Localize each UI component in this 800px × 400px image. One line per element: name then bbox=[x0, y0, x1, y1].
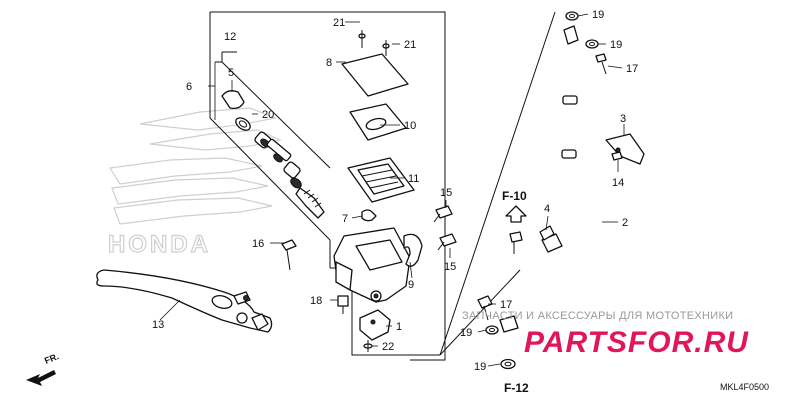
pivot-bolt-16 bbox=[281, 239, 297, 251]
callout-12: 12 bbox=[224, 31, 236, 43]
clip-part-20 bbox=[235, 117, 251, 131]
callout-13: 13 bbox=[152, 319, 164, 331]
callout-5: 5 bbox=[228, 67, 234, 79]
callout-17-a: 17 bbox=[626, 63, 638, 75]
assembly-frames bbox=[208, 11, 556, 361]
washer-19-b bbox=[585, 39, 599, 49]
brake-hose-2 bbox=[499, 21, 605, 363]
callout-labels: 21 21 8 10 11 7 12 5 6 20 16 18 1 22 9 1… bbox=[152, 9, 638, 373]
bolt-17-a bbox=[595, 53, 607, 63]
watermark-caption: ЗАПЧАСТИ И АКСЕССУАРЫ ДЛЯ МОТОТЕХНИКИ bbox=[462, 310, 733, 322]
callout-6: 6 bbox=[186, 81, 192, 93]
ref-f12-label: F-12 bbox=[504, 381, 529, 395]
watermark: ЗАПЧАСТИ И АКСЕССУАРЫ ДЛЯ МОТОТЕХНИКИ PA… bbox=[462, 310, 749, 359]
switch-and-fasteners bbox=[281, 239, 391, 352]
callout-1: 1 bbox=[396, 321, 402, 333]
piston-kit bbox=[221, 90, 325, 219]
piston-rod bbox=[266, 138, 292, 162]
callout-19-b: 19 bbox=[610, 39, 622, 51]
callout-2: 2 bbox=[622, 217, 628, 229]
boot-part-5 bbox=[221, 90, 245, 110]
callout-17-b: 17 bbox=[500, 299, 512, 311]
callout-7: 7 bbox=[342, 213, 348, 225]
callout-9: 9 bbox=[408, 279, 414, 291]
callout-21-b: 21 bbox=[404, 39, 416, 51]
switch-part-1 bbox=[359, 309, 391, 341]
callout-19-c: 19 bbox=[460, 327, 472, 339]
callout-19-a: 19 bbox=[592, 9, 604, 21]
washer-19-a bbox=[565, 11, 579, 21]
callout-19-d: 19 bbox=[474, 361, 486, 373]
reservoir-cap-stack bbox=[341, 30, 415, 203]
cap-part-8 bbox=[341, 53, 409, 97]
holder-part-9 bbox=[403, 233, 423, 267]
watermark-logo: PARTSFOR.RU bbox=[524, 326, 749, 359]
callout-15-b: 15 bbox=[444, 261, 456, 273]
callout-21-a: 21 bbox=[333, 17, 345, 29]
callout-14: 14 bbox=[612, 177, 624, 189]
honda-wing-logo: HONDA bbox=[107, 107, 282, 259]
washer-19-d bbox=[500, 358, 516, 370]
bolt-14 bbox=[611, 151, 623, 161]
diagram-code: MKL4F0500 bbox=[720, 382, 769, 392]
washer-19-c bbox=[485, 325, 499, 335]
brake-lever-13 bbox=[96, 269, 273, 333]
bracket-part-3 bbox=[605, 133, 645, 165]
callout-18: 18 bbox=[310, 295, 322, 307]
honda-logo-text: HONDA bbox=[108, 231, 211, 258]
leader-lines bbox=[159, 13, 625, 367]
front-direction-label: FR. bbox=[43, 351, 60, 366]
callout-20: 20 bbox=[262, 109, 274, 121]
clip-part-7 bbox=[361, 209, 377, 222]
bolt-18 bbox=[337, 295, 349, 307]
hose-fasteners bbox=[433, 11, 645, 370]
master-cylinder bbox=[333, 209, 423, 303]
callout-3: 3 bbox=[620, 113, 626, 125]
bolt-17-b bbox=[477, 295, 493, 309]
callout-10: 10 bbox=[404, 120, 416, 132]
callout-8: 8 bbox=[326, 57, 332, 69]
front-direction-arrow: FR. bbox=[26, 351, 60, 386]
spring bbox=[295, 187, 325, 219]
callout-16: 16 bbox=[252, 238, 264, 250]
ref-f10-label: F-10 bbox=[502, 189, 527, 203]
ref-f10-arrow: F-10 bbox=[502, 189, 527, 223]
callout-22: 22 bbox=[382, 341, 394, 353]
callout-4: 4 bbox=[544, 203, 550, 215]
callout-11: 11 bbox=[408, 173, 419, 185]
callout-15-a: 15 bbox=[440, 187, 452, 199]
